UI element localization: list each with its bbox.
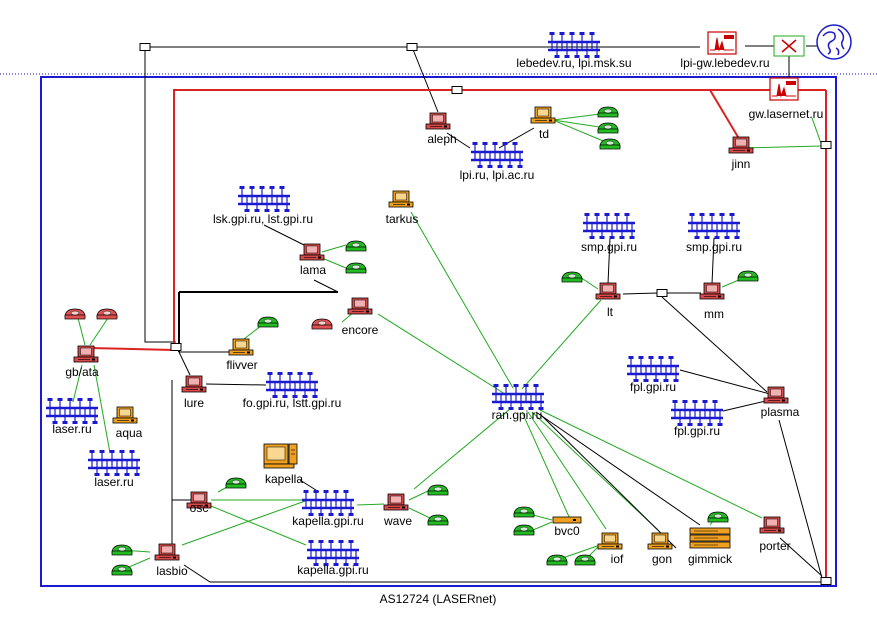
- label-bvc0: bvc0: [554, 524, 580, 538]
- lasernet-frame: [40, 76, 837, 587]
- gateway-device[interactable]: [707, 31, 737, 55]
- label-tarkus: tarkus: [386, 212, 419, 226]
- frame-label: AS12724 (LASERnet): [380, 592, 497, 606]
- phones: [64, 106, 759, 576]
- network-laser-2[interactable]: [86, 448, 142, 478]
- label-gon: gon: [652, 552, 672, 566]
- label-aleph: aleph: [427, 132, 456, 146]
- network-fpl-2[interactable]: [669, 398, 725, 428]
- host-lama[interactable]: [299, 243, 325, 261]
- network-kapella-1[interactable]: [300, 488, 356, 518]
- label-osc: osc: [190, 501, 209, 515]
- label-kapella-net-2: kapella.gpi.ru: [297, 563, 368, 577]
- host-jinn[interactable]: [728, 136, 754, 154]
- host-tarkus[interactable]: [388, 190, 414, 208]
- label-fo: fo.gpi.ru, lstt.gpi.ru: [243, 396, 342, 410]
- host-bvc0[interactable]: [552, 516, 582, 524]
- label-porter: porter: [759, 539, 790, 553]
- network-lpi[interactable]: [469, 140, 525, 170]
- label-fpl-2: fpl.gpi.ru: [674, 424, 720, 438]
- label-mm: mm: [704, 307, 724, 321]
- label-iof: iof: [611, 552, 624, 566]
- network-smp-2[interactable]: [686, 211, 742, 241]
- label-fpl-1: fpl.gpi.ru: [630, 380, 676, 394]
- host-td[interactable]: [530, 106, 556, 124]
- label-lure: lure: [184, 396, 204, 410]
- label-lsk: lsk.gpi.ru, lst.gpi.ru: [213, 212, 313, 226]
- host-lure[interactable]: [181, 375, 207, 393]
- label-lpi-gw: lpi-gw.lebedev.ru: [680, 56, 769, 70]
- network-lebedev[interactable]: [546, 30, 602, 60]
- network-ran[interactable]: [490, 382, 546, 412]
- label-lasbio: lasbio: [156, 564, 188, 578]
- host-gimmick[interactable]: [689, 527, 731, 549]
- label-smp-1: smp.gpi.ru: [581, 240, 637, 254]
- host-mm[interactable]: [699, 282, 725, 300]
- network-smp-1[interactable]: [581, 211, 637, 241]
- label-plasma: plasma: [761, 405, 800, 419]
- router-cross-icon: [773, 35, 805, 57]
- host-flivver[interactable]: [228, 338, 254, 356]
- host-aqua[interactable]: [112, 406, 138, 424]
- label-smp-2: smp.gpi.ru: [686, 240, 742, 254]
- label-td: td: [539, 127, 549, 141]
- label-encore: encore: [342, 323, 379, 337]
- host-plasma[interactable]: [763, 386, 789, 404]
- junctions: [139, 43, 832, 585]
- label-kapella: kapella: [265, 472, 303, 486]
- network-fpl-1[interactable]: [625, 354, 681, 384]
- network-lsk[interactable]: [236, 184, 292, 214]
- host-kapella[interactable]: [263, 443, 298, 469]
- label-ran: ran.gpi.ru: [492, 408, 543, 422]
- host-lasbio[interactable]: [154, 543, 180, 561]
- label-lt: lt: [607, 305, 614, 319]
- network-laser-1[interactable]: [44, 396, 100, 426]
- host-aleph[interactable]: [425, 112, 451, 130]
- label-lpi-ru: lpi.ru, lpi.ac.ru: [460, 168, 535, 182]
- label-gimmick: gimmick: [688, 552, 733, 566]
- label-aqua: aqua: [116, 426, 143, 440]
- host-iof[interactable]: [597, 532, 623, 550]
- label-jinn: jinn: [731, 157, 751, 171]
- host-lt[interactable]: [595, 282, 621, 300]
- label-wave: wave: [383, 514, 412, 528]
- label-kapella-net-1: kapella.gpi.ru: [292, 514, 363, 528]
- label-lama: lama: [300, 263, 326, 277]
- label-laser-2: laser.ru: [94, 475, 133, 489]
- labels: lebedev.ru, lpi.msk.su lpi-gw.lebedev.ru…: [52, 56, 823, 606]
- label-flivver: flivver: [226, 358, 257, 372]
- gateway-device[interactable]: [769, 77, 799, 101]
- network-fo[interactable]: [264, 370, 320, 400]
- label-lebedev: lebedev.ru, lpi.msk.su: [516, 56, 631, 70]
- label-laser-1: laser.ru: [52, 422, 91, 436]
- label-gw-lasernet: gw.lasernet.ru: [749, 107, 824, 121]
- label-gbata: gb/ata: [65, 365, 99, 379]
- links: [72, 45, 827, 583]
- host-porter[interactable]: [759, 516, 785, 534]
- globe-icon: [816, 24, 852, 60]
- host-wave[interactable]: [383, 493, 409, 511]
- host-encore[interactable]: [347, 297, 373, 315]
